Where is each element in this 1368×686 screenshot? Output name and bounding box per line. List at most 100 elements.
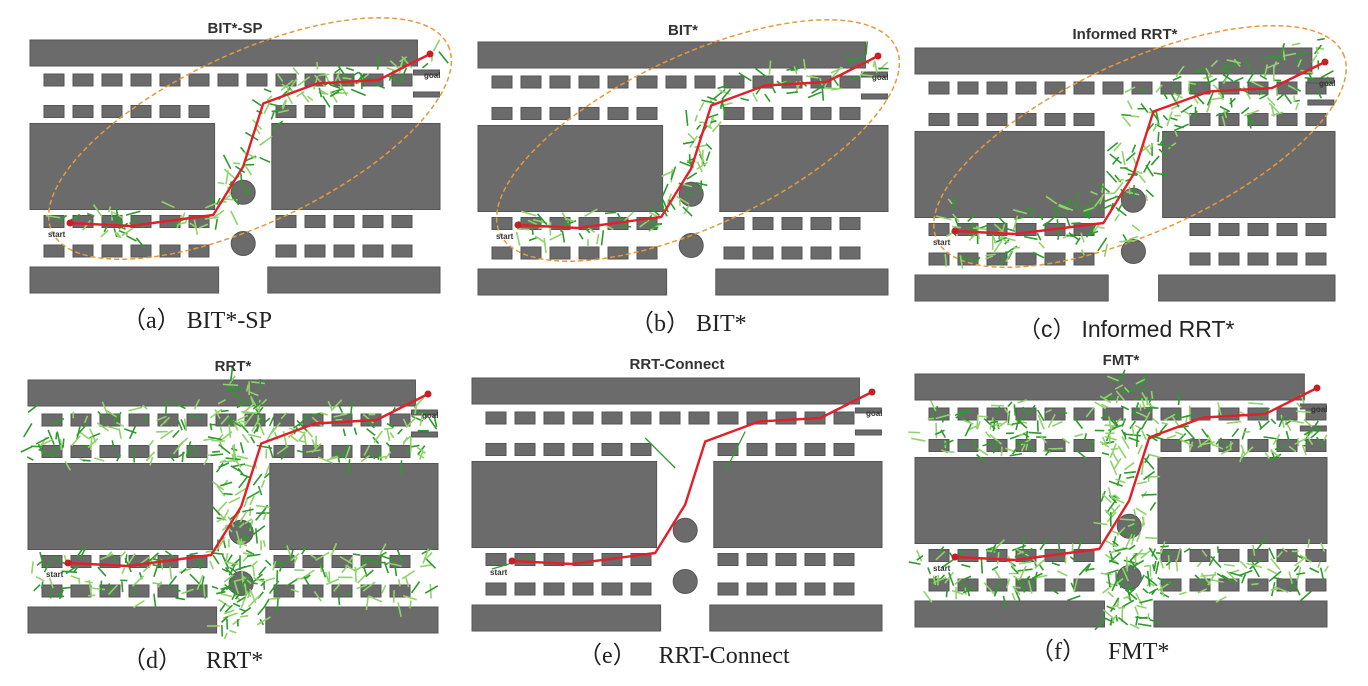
tree-edge <box>203 437 215 442</box>
pin-obstacle <box>723 106 745 120</box>
tree-edge <box>230 210 239 226</box>
tree-edge <box>213 209 225 219</box>
tree-edge <box>1313 44 1323 55</box>
tree-edge <box>824 87 837 90</box>
tree-edge <box>241 564 252 569</box>
tree-edge <box>354 563 367 572</box>
tree-edge <box>97 566 107 577</box>
tree-edge <box>1238 569 1253 577</box>
pin-obstacle <box>1305 252 1327 266</box>
tree-edge <box>604 211 617 215</box>
tree-edge <box>1016 414 1026 424</box>
tree-edge <box>941 439 954 447</box>
tree-edge <box>1047 414 1056 429</box>
tree-edge <box>687 132 695 141</box>
tree-edge <box>1110 496 1125 504</box>
tree-edge <box>222 154 232 170</box>
pin-obstacle <box>1218 223 1240 237</box>
tree-edge <box>1239 450 1245 463</box>
tree-edge <box>1033 571 1038 584</box>
tree-edge <box>935 215 952 221</box>
tree-edge <box>596 234 600 245</box>
pin-obstacle <box>246 73 268 87</box>
tree-edge <box>222 612 238 620</box>
tree-edge <box>222 383 239 387</box>
tree-edge <box>1106 142 1119 152</box>
tree-edge <box>1137 623 1152 627</box>
tree-edge <box>1131 144 1137 153</box>
tree-edge <box>1231 427 1240 438</box>
tree-edge <box>1223 563 1235 567</box>
tree-edge <box>330 399 343 412</box>
tree-edge <box>1142 588 1149 594</box>
tree-edge <box>930 405 939 419</box>
tree-edge <box>211 505 221 516</box>
tree-edge <box>1270 449 1281 458</box>
tree-edge <box>132 599 145 609</box>
tree-edge <box>240 473 251 479</box>
tree-edge <box>220 592 233 598</box>
tree-edge <box>263 598 270 609</box>
tree-edge <box>1037 414 1045 430</box>
tree-edge <box>1268 453 1282 462</box>
tree-edge <box>1223 440 1230 447</box>
pin-obstacle <box>957 112 979 126</box>
tree-edge <box>1147 613 1150 620</box>
tree-edge <box>1017 550 1024 556</box>
start-label: start <box>490 568 508 577</box>
tree-edge <box>180 419 187 431</box>
tree-edge <box>1115 390 1126 402</box>
tree-edge <box>1099 440 1110 448</box>
tree-edge <box>1018 561 1032 565</box>
tree-edge <box>344 445 351 460</box>
tree-edge <box>991 565 999 571</box>
tree-edge <box>402 594 417 601</box>
tree-edge <box>119 551 126 558</box>
tree-edge <box>1175 559 1179 572</box>
tree-edge <box>1119 239 1135 243</box>
tree-edge <box>124 554 128 564</box>
pin-obstacle <box>514 442 536 456</box>
tree-edge <box>934 429 945 436</box>
tree-edge <box>281 98 287 108</box>
goal-marker <box>868 388 876 396</box>
pin-obstacle <box>159 104 181 118</box>
tree-edge <box>362 413 374 424</box>
tree-edge <box>232 602 241 608</box>
tree-edge <box>1189 82 1196 86</box>
tree-edge <box>1141 144 1151 152</box>
tree-edge <box>1130 552 1138 561</box>
tree-edge <box>250 560 259 567</box>
tree-edge <box>1252 565 1261 578</box>
tree-edge <box>1188 441 1194 452</box>
tree-edge <box>515 231 521 247</box>
tree-edge <box>241 570 244 585</box>
tree-edge <box>263 101 271 115</box>
tree-edge <box>954 577 963 586</box>
pin-obstacle <box>389 584 411 598</box>
tree-edge <box>1292 552 1303 560</box>
goal-ledge <box>854 407 882 414</box>
goal-ledge <box>854 429 882 436</box>
tree-edge <box>1107 487 1112 497</box>
tree-edge <box>606 225 614 231</box>
tree-edge <box>793 66 798 75</box>
tree-edge <box>181 451 185 463</box>
pin-obstacle <box>331 555 353 569</box>
pin-obstacle <box>928 81 950 95</box>
tree-edge <box>238 476 248 489</box>
tree-edge <box>55 593 65 598</box>
tree-edge <box>368 451 376 460</box>
tree-edge <box>86 212 95 217</box>
caption-letter: （c） <box>1018 316 1076 342</box>
tree-edge <box>405 416 417 429</box>
tree-edge <box>706 113 719 119</box>
tree-edge <box>977 447 989 456</box>
tree-edge <box>334 68 341 74</box>
tree-edge <box>710 120 717 124</box>
tree-edge <box>1115 547 1128 552</box>
tree-edge <box>1302 445 1307 456</box>
